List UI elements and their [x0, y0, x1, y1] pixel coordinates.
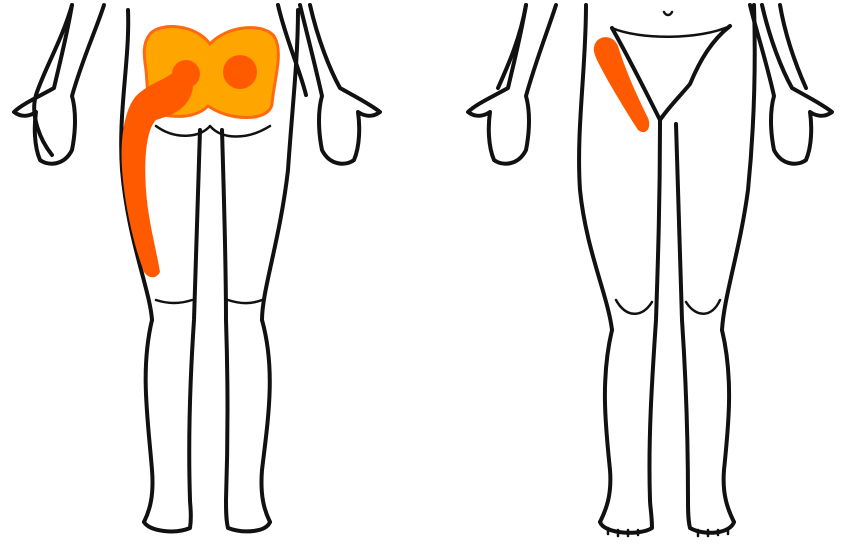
anterior-figure: [468, 5, 832, 536]
anterior-inner-leg-right: [676, 124, 688, 500]
posterior-arm-right: [300, 5, 380, 164]
posterior-outer-leg-left: [144, 320, 153, 522]
posterior-knee-left: [156, 300, 192, 303]
anterior-knee-left: [616, 300, 652, 314]
back-of-thigh-pain-band: [122, 72, 193, 278]
anterior-navel-mark: [664, 12, 672, 15]
anterior-outer-leg-right: [722, 330, 734, 522]
posterior-buttock-crease: [156, 126, 270, 137]
hip-trigger-point: [223, 55, 257, 89]
anterior-outer-leg-left: [600, 330, 612, 522]
posterior-inner-leg-left: [189, 130, 200, 500]
anterior-hip-right: [722, 5, 755, 330]
anterior-arm-left: [468, 5, 556, 164]
posterior-outer-leg-right: [261, 320, 270, 522]
anterior-arm-right: [750, 5, 832, 164]
anterior-pelvis-line: [612, 26, 730, 37]
anterior-inner-leg-left: [649, 120, 660, 500]
posterior-inner-leg-right: [222, 130, 228, 500]
posterior-arm-left: [14, 5, 104, 164]
anterior-knee-right: [686, 300, 720, 314]
posterior-knee-right: [228, 300, 262, 303]
